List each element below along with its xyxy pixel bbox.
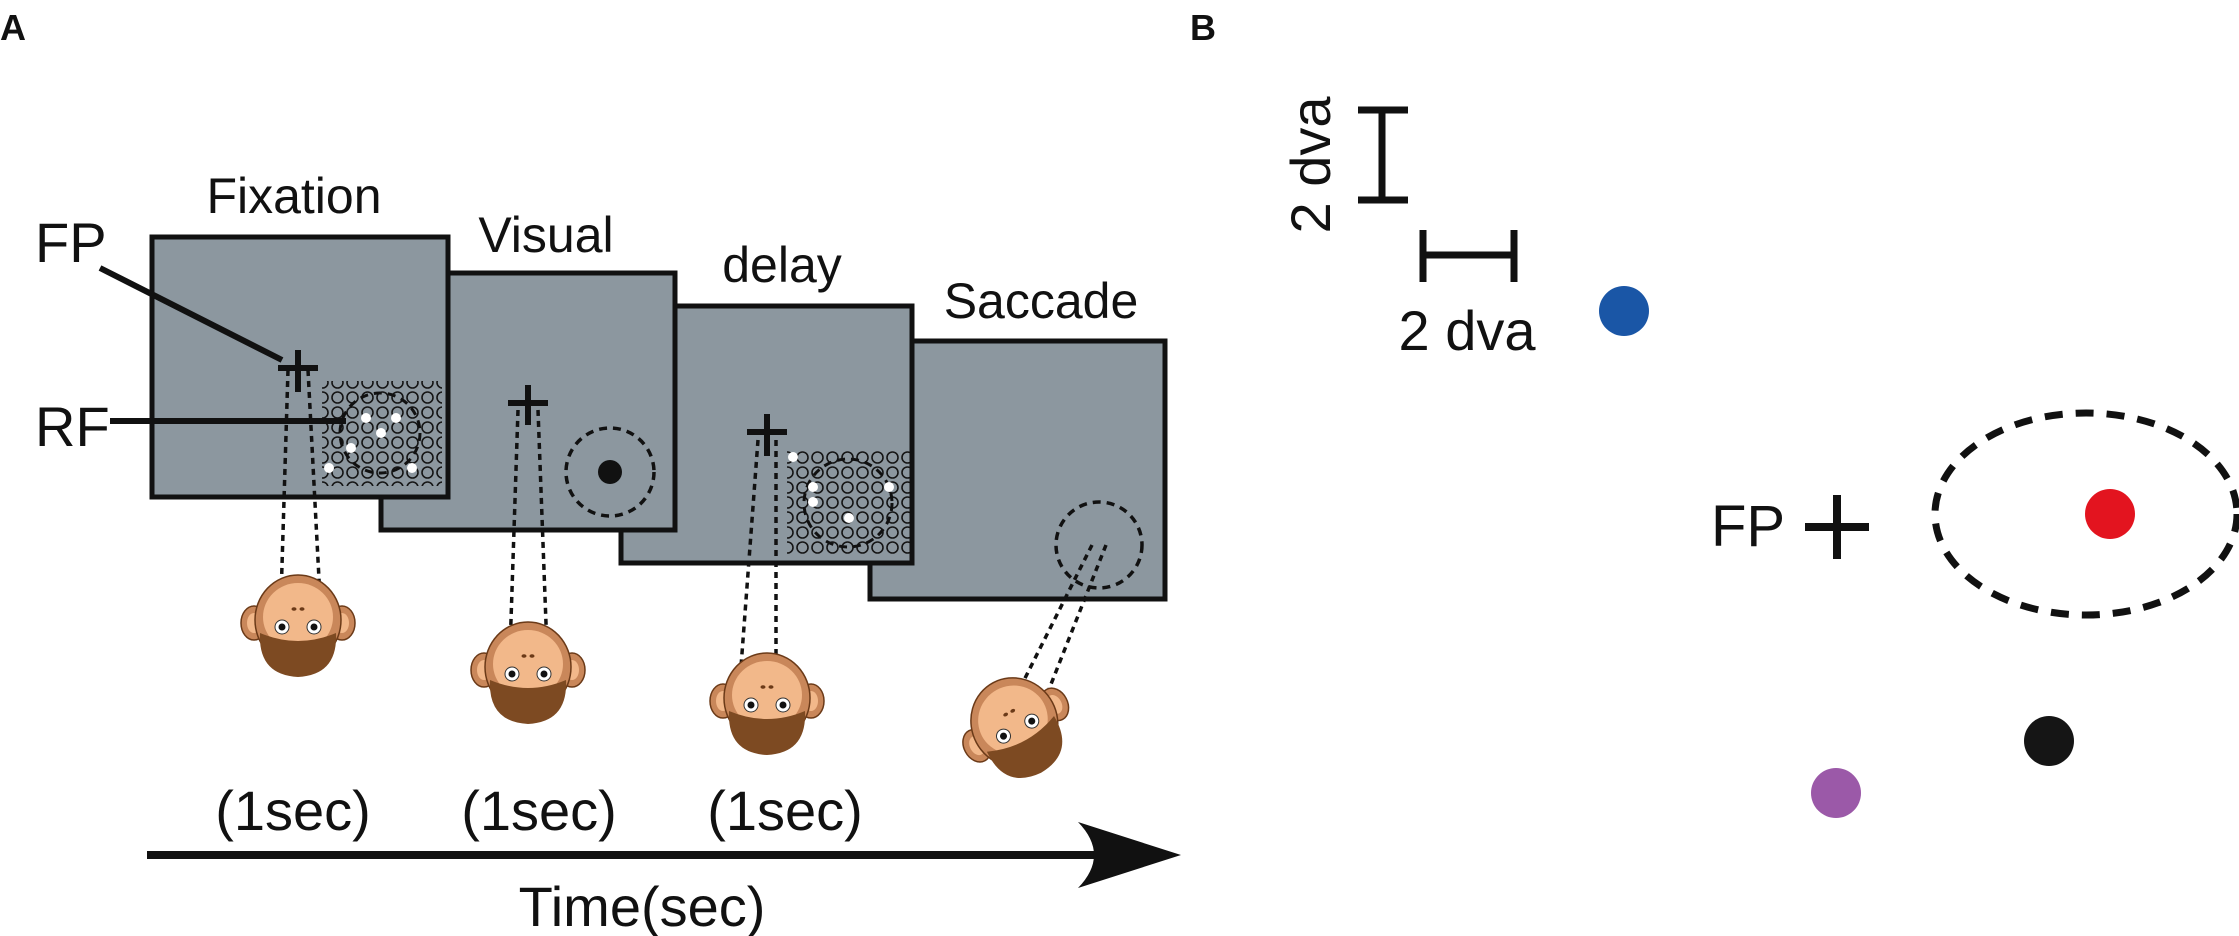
duration-label: (1sec) — [461, 779, 617, 842]
fixation-cross-icon — [508, 385, 548, 425]
monkey-saccade-icon — [942, 655, 1093, 801]
epoch-label-saccade: Saccade — [944, 273, 1139, 329]
gaze-lines — [279, 369, 1108, 713]
scale-bar-vertical — [1358, 106, 1408, 204]
panel-a-letter: A — [0, 7, 26, 48]
fp-label: FP — [35, 211, 107, 274]
rf-white-dots — [788, 452, 894, 523]
target-dot-black — [2024, 716, 2074, 766]
rf-circle-visual — [564, 426, 656, 518]
epoch-label-fixation: Fixation — [206, 168, 381, 224]
scale-label-horizontal: 2 dva — [1399, 299, 1537, 362]
duration-label: (1sec) — [707, 779, 863, 842]
target-dot-purple — [1811, 768, 1861, 818]
monkey-fixation-icon — [240, 574, 356, 678]
epoch-label-delay: delay — [722, 237, 842, 293]
panel-b-letter: B — [1190, 7, 1216, 48]
visual-target-dot — [598, 460, 622, 484]
duration-label: (1sec) — [215, 779, 371, 842]
rf-white-dots — [324, 413, 417, 473]
epoch-label-visual: Visual — [478, 207, 613, 263]
rf-label: RF — [35, 395, 110, 458]
fp-label-b: FP — [1711, 494, 1785, 559]
rf-grid-delay — [787, 451, 910, 556]
monkey-visual-icon — [470, 621, 586, 725]
rf-circle-fixation — [338, 391, 422, 475]
rf-circle-delay — [802, 457, 894, 549]
fixation-cross-icon — [1805, 495, 1869, 559]
rf-circle-saccade — [1054, 500, 1144, 590]
time-axis-label: Time(sec) — [519, 875, 766, 936]
rf-circle-b — [1931, 409, 2239, 619]
time-arrow-head-icon — [1078, 822, 1181, 888]
target-dot-blue — [1599, 286, 1649, 336]
fp-pointer-line — [98, 265, 284, 363]
fixation-cross-icon — [278, 350, 318, 392]
fixation-cross-icon — [747, 414, 787, 456]
scale-label-vertical: 2 dva — [1279, 96, 1342, 234]
target-dot-red — [2085, 489, 2135, 539]
scale-bar-horizontal — [1419, 230, 1518, 282]
monkey-delay-icon — [709, 652, 825, 756]
screen-saccade — [867, 338, 1168, 602]
